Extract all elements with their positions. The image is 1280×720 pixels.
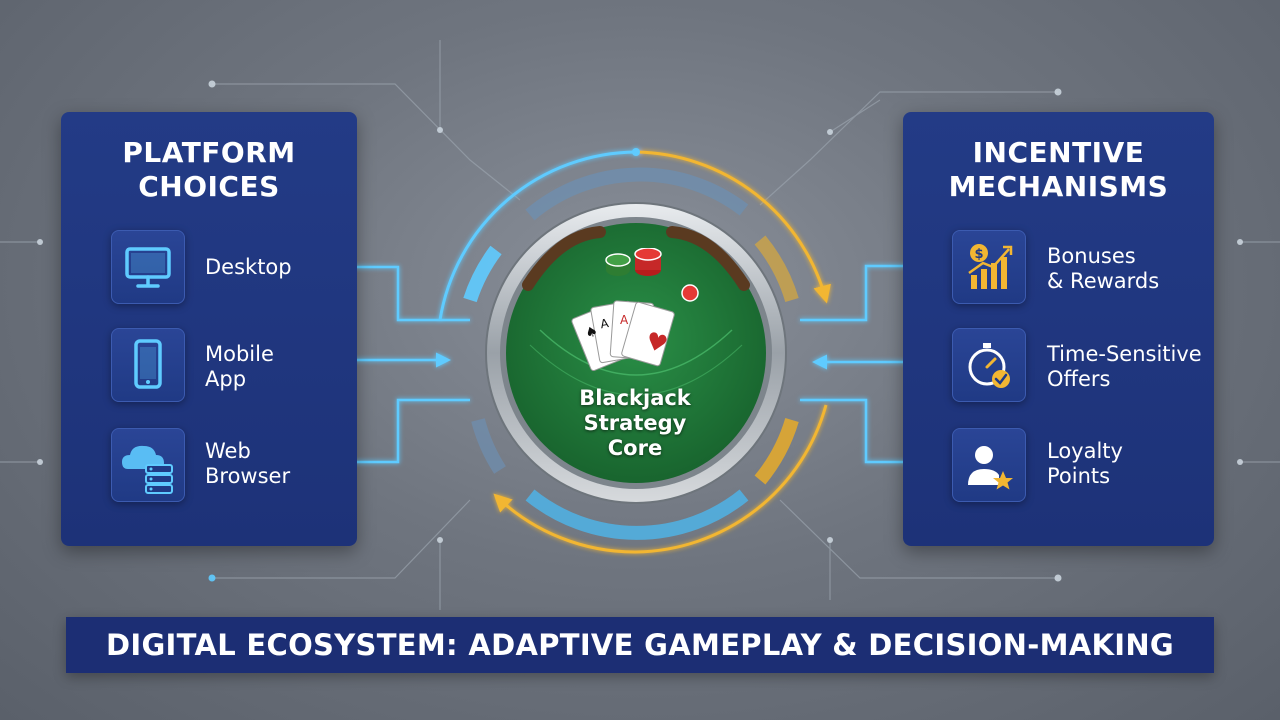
banner-title: DIGITAL ECOSYSTEM: ADAPTIVE GAMEPLAY & D… [105,628,1175,662]
money-growth-chart-icon: $ [952,230,1026,304]
panel-title-line2: CHOICES [138,170,280,203]
platform-choices-panel: PLATFORM CHOICES Desktop [61,112,357,546]
svg-text:A: A [620,313,629,327]
core-label-line1: Blackjack [579,386,691,410]
item-label-line2: Points [1047,464,1111,488]
panel-title-line1: INCENTIVE [972,136,1145,169]
svg-text:A: A [599,316,610,331]
desktop-monitor-icon [111,230,185,304]
item-label-line2: Browser [205,464,291,488]
item-label-line2: App [205,367,247,391]
item-label-line2: & Rewards [1047,269,1160,293]
item-label-line1: Desktop [205,255,292,279]
core-label-line3: Core [607,436,663,460]
item-label: Desktop [205,255,292,280]
mobile-phone-icon [111,328,185,402]
item-label: Time-Sensitive Offers [1047,342,1202,392]
user-star-icon [952,428,1026,502]
incentive-mechanisms-panel: INCENTIVE MECHANISMS $ Bonuses & Rew [903,112,1214,546]
item-label: Loyalty Points [1047,439,1123,489]
item-label-line1: Loyalty [1047,439,1123,463]
svg-text:$: $ [974,247,983,262]
panel-title-line2: MECHANISMS [948,170,1169,203]
core-label: Blackjack Strategy Core [520,386,750,461]
item-label-line2: Offers [1047,367,1111,391]
item-label: Bonuses & Rewards [1047,244,1159,294]
cloud-server-icon [111,428,185,502]
item-label-line1: Time-Sensitive [1047,342,1202,366]
core-label-line2: Strategy [583,411,687,435]
item-label-line1: Mobile [205,342,274,366]
panel-title: INCENTIVE MECHANISMS [903,136,1214,204]
item-label-line1: Web [205,439,251,463]
bottom-title-banner: DIGITAL ECOSYSTEM: ADAPTIVE GAMEPLAY & D… [66,617,1214,673]
cards-and-chips-icon: ♠ A A ♥ [571,248,699,372]
item-label: Web Browser [205,439,290,489]
item-label-line1: Bonuses [1047,244,1136,268]
panel-title: PLATFORM CHOICES [61,136,357,204]
panel-title-line1: PLATFORM [122,136,296,169]
item-label: Mobile App [205,342,274,392]
stopwatch-check-icon [952,328,1026,402]
svg-text:♠: ♠ [583,323,601,343]
